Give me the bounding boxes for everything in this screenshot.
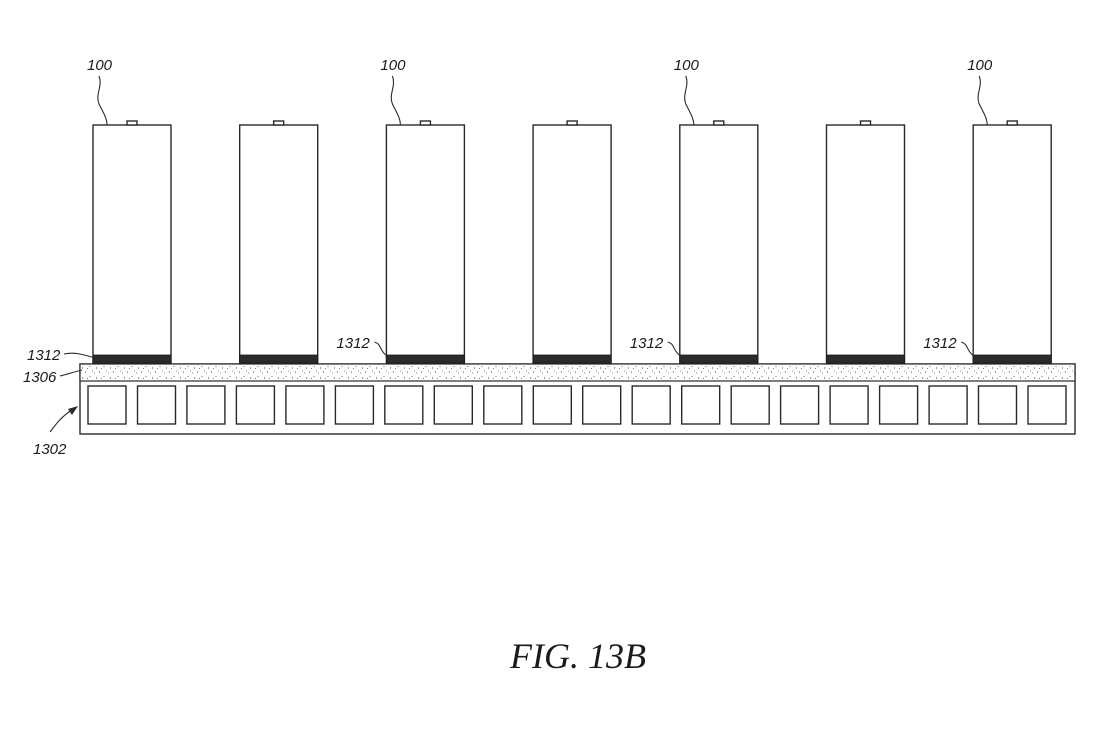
cooling-channel (681, 385, 721, 425)
battery-cell (972, 124, 1052, 364)
battery-cell (825, 124, 906, 364)
thermal-layer (79, 363, 1076, 382)
battery-cell (385, 124, 466, 364)
adhesive-pad (239, 354, 319, 364)
reference-labels: 100 1312 100 1312 100 1312 100 1312 (27, 57, 993, 364)
leader-layer (59, 369, 83, 377)
leader-cell (684, 75, 695, 126)
cooling-channel (136, 385, 177, 425)
label-layer: 1306 (23, 369, 57, 386)
cooling-channel (235, 385, 276, 425)
cooling-channel (582, 385, 622, 425)
leader-cell (390, 75, 401, 126)
battery-cell (92, 124, 172, 364)
cell-terminal (859, 120, 872, 126)
cooling-channel (878, 385, 919, 425)
cooling-channel (977, 385, 1018, 425)
cooling-channel (1027, 385, 1067, 425)
cell-terminal (126, 120, 138, 126)
leader-pad (667, 341, 685, 359)
cooling-channel (532, 385, 572, 425)
adhesive-pad (532, 354, 612, 364)
cooling-channel (483, 385, 523, 425)
cooling-channel (384, 385, 424, 425)
cooling-channel (285, 385, 325, 425)
battery-cells (92, 120, 1052, 364)
leader-cell (977, 75, 988, 126)
adhesive-pad (972, 354, 1052, 364)
label-cell: 100 (380, 57, 406, 74)
battery-cell (238, 124, 319, 364)
figure-caption: FIG. 13B (509, 636, 646, 676)
label-cell: 100 (967, 57, 993, 74)
battery-cell (532, 124, 612, 364)
label-pad: 1312 (630, 335, 664, 352)
leader-cell (97, 75, 108, 126)
cooling-channel (928, 385, 968, 425)
cooling-channel (87, 385, 127, 425)
leader-pad (63, 352, 96, 359)
leader-pad (961, 341, 978, 359)
cooling-channel (779, 385, 820, 425)
cell-terminal (713, 120, 725, 126)
adhesive-pad (679, 354, 759, 364)
cell-terminal (419, 120, 432, 126)
leader-pad (374, 341, 391, 359)
label-plate: 1302 (33, 441, 67, 458)
adhesive-pad (385, 354, 465, 364)
leader-plate (49, 409, 73, 433)
adhesive-pad (826, 354, 905, 364)
label-cell: 100 (674, 57, 700, 74)
cell-terminal (566, 120, 578, 126)
arrowhead-plate (68, 406, 78, 415)
battery-cell (679, 124, 759, 364)
cooling-channel (730, 385, 770, 425)
cell-terminal (1006, 120, 1018, 126)
adhesive-pad (92, 354, 172, 364)
cooling-channel (631, 385, 671, 425)
label-pad: 1312 (336, 335, 370, 352)
cooling-channel (334, 385, 375, 425)
label-pad: 1312 (27, 347, 61, 364)
cooling-channel (433, 385, 473, 425)
cooling-channel (829, 385, 869, 425)
cell-terminal (273, 120, 285, 126)
cooling-channels (87, 385, 1067, 425)
label-pad: 1312 (923, 335, 957, 352)
label-cell: 100 (87, 57, 113, 74)
cooling-channel (186, 385, 226, 425)
